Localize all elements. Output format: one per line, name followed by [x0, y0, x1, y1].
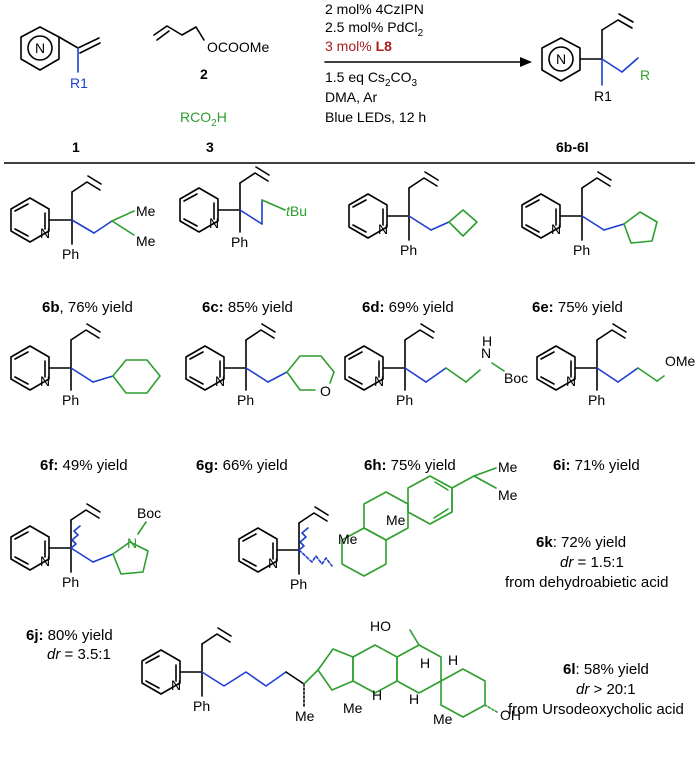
- compound-6b: N Ph Me Me 6b, 76% yield: [10, 175, 156, 316]
- methyl-label: Me: [136, 233, 156, 249]
- r1-label: R1: [594, 88, 612, 104]
- caption-6f: 6f: 49% yield: [40, 457, 128, 474]
- caption-6i: 6i: 71% yield: [553, 457, 640, 474]
- arrow-head: [520, 57, 532, 67]
- product-range-id: 6b-6l: [556, 139, 589, 155]
- pyridine-n: N: [566, 373, 576, 389]
- caption-6d: 6d: 69% yield: [362, 299, 454, 316]
- pyridine-n: N: [378, 221, 388, 237]
- compound-6k: N Ph Me Me Me Me 6k: 72% yield dr = 1.5:…: [238, 459, 668, 592]
- phenyl-label: Ph: [573, 242, 590, 258]
- phenyl-label: Ph: [62, 574, 79, 590]
- caption-6j: 6j: 80% yield: [26, 627, 113, 644]
- phenyl-label: Ph: [231, 234, 248, 250]
- cond-pd: 2.5 mol% PdCl2: [325, 19, 424, 39]
- tbu-label: tBu: [286, 203, 307, 219]
- r1-label: R1: [70, 75, 88, 91]
- caption-6b: 6b, 76% yield: [42, 299, 133, 316]
- hydroxyl-label: HO: [370, 618, 391, 634]
- phenyl-label: Ph: [290, 576, 307, 592]
- hydroxyl-label: OH: [500, 707, 521, 723]
- caption-6h: 6h: 75% yield: [364, 457, 456, 474]
- pyridine-n: N: [374, 373, 384, 389]
- compound-6c: N Ph tBu 6c: 85% yield: [179, 166, 307, 316]
- acid-formula: RCO2H: [180, 109, 227, 129]
- compound-6j: N Ph N Boc 6j: 80% yield dr = 3.5:1: [10, 503, 161, 663]
- compound-6e: N Ph 6e: 75% yield: [521, 171, 658, 316]
- compound-6h: N Ph N H Boc 6h: 75% yield: [344, 323, 528, 474]
- phenyl-label: Ph: [62, 392, 79, 408]
- source-6l: from Ursodeoxycholic acid: [508, 701, 684, 718]
- dr-6j: dr = 3.5:1: [47, 646, 111, 663]
- hashed-bond: [298, 549, 333, 567]
- methyl-label: Me: [295, 708, 315, 724]
- caption-6c: 6c: 85% yield: [202, 299, 293, 316]
- pyridine-n: N: [40, 225, 50, 241]
- compound-3-id: 3: [206, 139, 214, 155]
- h-label: H: [372, 687, 382, 703]
- compound-6i: N Ph OMe 6i: 71% yield: [536, 323, 696, 474]
- ring-n-label: N: [127, 535, 137, 551]
- h-label: H: [420, 655, 430, 671]
- wavy-bond: [298, 527, 309, 551]
- pyridine-n: N: [268, 555, 278, 571]
- phenyl-label: Ph: [62, 246, 79, 262]
- boc-label: Boc: [504, 370, 528, 386]
- methyl-label: Me: [343, 700, 363, 716]
- reactant-2: OCOOMe 2: [153, 25, 269, 82]
- phenyl-label: Ph: [237, 392, 254, 408]
- r-label: R: [640, 67, 650, 83]
- compound-6d: N Ph 6d: 69% yield: [348, 171, 478, 316]
- cond-photocat: 2 mol% 4CzIPN: [325, 1, 424, 17]
- methyl-label: Me: [386, 512, 406, 528]
- phenyl-label: Ph: [400, 242, 417, 258]
- boc-label: Boc: [137, 505, 161, 521]
- caption-6k: 6k: 72% yield: [536, 534, 626, 551]
- pyridine-n: N: [209, 215, 219, 231]
- ring-n-label: N: [556, 51, 566, 67]
- h-label: H: [448, 652, 458, 668]
- ring-n-label: N: [35, 40, 45, 56]
- compound-6l: N Ph Me HO H H H H Me Me OH 6l: 58% yiel…: [141, 618, 684, 727]
- nh-n-label: N: [481, 345, 491, 361]
- methyl-label: Me: [498, 459, 518, 475]
- cond-base: 1.5 eq Cs2CO3: [325, 69, 418, 89]
- caption-6g: 6g: 66% yield: [196, 457, 288, 474]
- phenyl-label: Ph: [193, 698, 210, 714]
- pyridine-n: N: [215, 373, 225, 389]
- pyridine-n: N: [171, 677, 181, 693]
- pyridine-n: N: [551, 221, 561, 237]
- source-6k: from dehydroabietic acid: [505, 574, 668, 591]
- nh-h-label: H: [482, 333, 492, 349]
- reactant-1: N R1 1: [20, 26, 101, 155]
- methyl-label: Me: [498, 487, 518, 503]
- cond-ligand: 3 mol% L8: [325, 38, 392, 54]
- methoxy-label: OMe: [665, 353, 696, 369]
- methyl-label: Me: [338, 531, 358, 547]
- caption-6e: 6e: 75% yield: [532, 299, 623, 316]
- cond-light: Blue LEDs, 12 h: [325, 109, 426, 125]
- compound-2-id: 2: [200, 66, 208, 82]
- methyl-label: Me: [136, 203, 156, 219]
- h-label: H: [409, 691, 419, 707]
- phenyl-label: Ph: [588, 392, 605, 408]
- pyridine-n: N: [40, 553, 50, 569]
- product-general: N R1 R 6b-6l: [541, 13, 650, 155]
- dr-6l: dr > 20:1: [576, 681, 636, 698]
- oxygen-label: O: [320, 383, 331, 399]
- phenyl-label: Ph: [396, 392, 413, 408]
- compound-6g: N Ph O 6g: 66% yield: [185, 323, 335, 474]
- compound-6f: N Ph 6f: 49% yield: [10, 323, 161, 474]
- carbonate-label: OCOOMe: [207, 39, 269, 55]
- conditions: 2 mol% 4CzIPN 2.5 mol% PdCl2 3 mol% L8 1…: [324, 1, 532, 125]
- pyridine-n: N: [40, 373, 50, 389]
- compound-1-id: 1: [72, 139, 80, 155]
- cond-solvent: DMA, Ar: [325, 89, 377, 105]
- reactant-3: RCO2H 3: [180, 109, 227, 155]
- methyl-label: Me: [433, 711, 453, 727]
- caption-6l: 6l: 58% yield: [563, 661, 649, 678]
- dr-6k: dr = 1.5:1: [560, 554, 624, 571]
- wavy-bond: [70, 525, 81, 549]
